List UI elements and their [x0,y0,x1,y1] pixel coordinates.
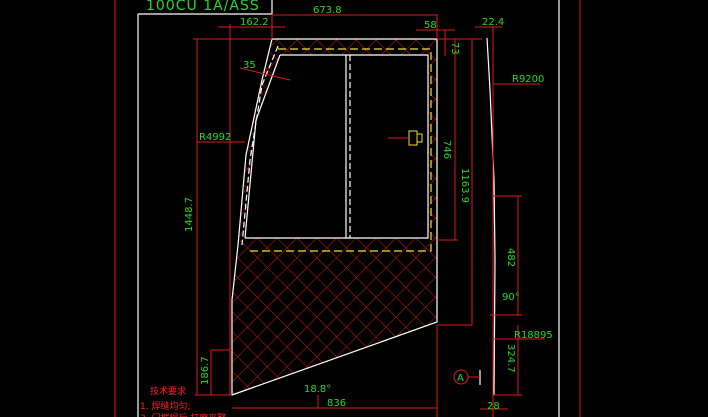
dim-inner-height: 1163.9 [459,168,470,203]
dim-right-frame: 58 [424,20,437,31]
dimension-texts: 673.8 162.2 58 22.4 R9200 R4992 35 73 74… [184,5,553,412]
dim-radius-left-edge: R4992 [199,132,231,143]
door-outline [231,38,438,396]
dim-bottom-angle: 18.8° [304,384,331,395]
drawing-frame [114,0,581,417]
dim-bottom-side-height: 324.7 [505,344,516,373]
dim-top-frame: 73 [449,42,460,55]
dim-radius-top-side: R9200 [512,74,544,85]
notes-line-2: 2. 门框焊后 打磨平整 [140,412,226,417]
dim-angle-side: 90° [502,292,520,303]
dim-lower-segment: 482 [505,248,516,267]
section-marker-a[interactable]: A [453,369,480,385]
dim-bottom-left-height: 186.7 [200,356,211,385]
dim-chamfer: 35 [243,60,256,71]
dim-side-thickness-top: 22.4 [482,17,504,28]
dim-top-width: 673.8 [313,5,342,16]
dim-overall-height: 1448.7 [184,197,195,232]
notes-line-1: 1. 焊缝均匀; [140,400,190,412]
dim-bottom-thickness: 28 [487,401,500,412]
dim-bottom-width: 836 [327,398,346,409]
dim-window-height: 746 [441,140,452,159]
door-frame-hatched [232,39,437,417]
dimension-lines [193,14,545,417]
door-handle-icon [388,130,423,146]
title-block-text: 100CU 1A/ASS [146,0,260,14]
section-marker-label: A [457,373,464,384]
dim-top-offset: 162.2 [240,17,269,28]
dim-radius-bottom-side: R18895 [514,330,553,341]
technical-notes: 技术要求 1. 焊缝均匀; 2. 门框焊后 打磨平整 [140,385,226,417]
notes-heading: 技术要求 [150,385,186,397]
